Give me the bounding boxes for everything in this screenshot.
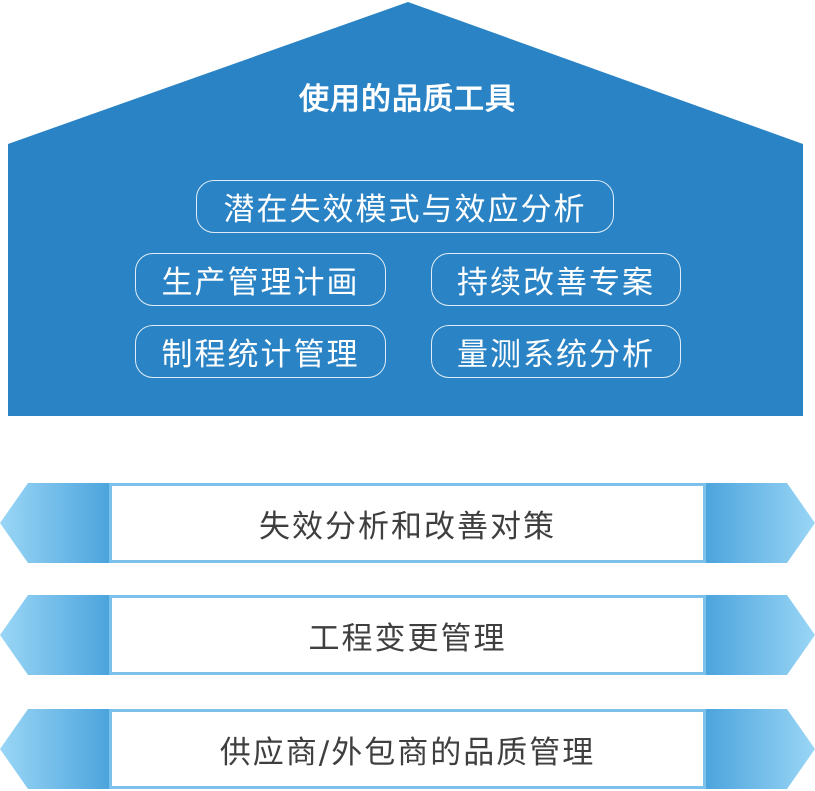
band-right-arrow (703, 709, 815, 789)
band-arrow-shape (0, 483, 815, 563)
band-left-arrow (0, 709, 112, 789)
band-label: 供应商/外包商的品质管理 (109, 709, 706, 789)
band-label: 工程变更管理 (109, 595, 706, 675)
house-title: 使用的品质工具 (299, 82, 516, 117)
band-left-arrow (0, 483, 112, 563)
foundation-band-engineering-change: 工程变更管理 (0, 593, 815, 677)
band-left-arrow (0, 595, 112, 675)
tool-msa: 量测系统分析 (431, 325, 681, 378)
band-label: 失效分析和改善对策 (109, 483, 706, 563)
foundation-band-failure-analysis: 失效分析和改善对策 (0, 481, 815, 565)
tool-fmea: 潜在失效模式与效应分析 (196, 180, 614, 233)
house-polygon (8, 2, 803, 416)
tool-production-plan: 生产管理计画 (135, 253, 386, 306)
tool-continuous-improvement: 持续改善专案 (431, 253, 681, 306)
band-arrow-shape (0, 709, 815, 789)
foundation-band-supplier-quality: 供应商/外包商的品质管理 (0, 707, 815, 791)
band-arrow-shape (0, 595, 815, 675)
band-right-arrow (703, 483, 815, 563)
tool-spc: 制程统计管理 (135, 325, 386, 378)
house-shape (8, 2, 803, 416)
band-right-arrow (703, 595, 815, 675)
